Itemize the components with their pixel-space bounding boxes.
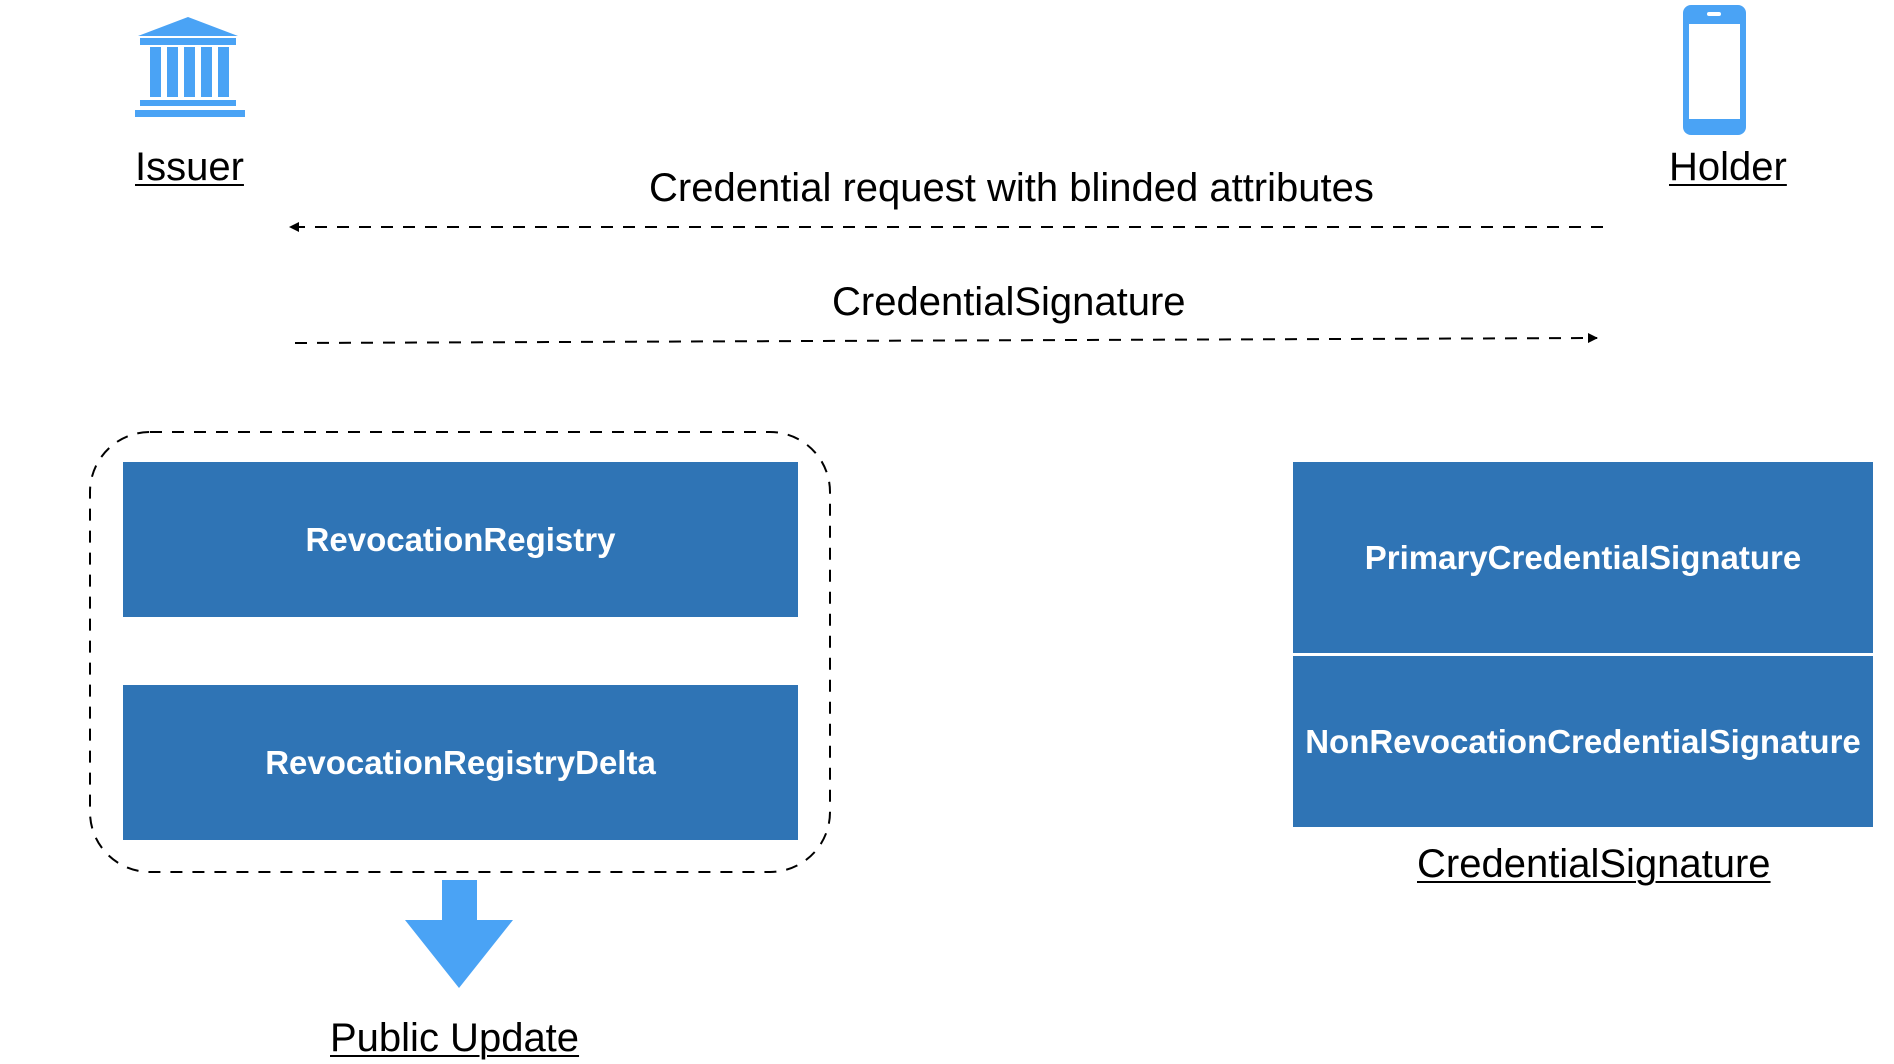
signature-arrow xyxy=(294,333,1598,344)
public-update-label: Public Update xyxy=(330,1016,580,1060)
credential-signature-caption: CredentialSignature xyxy=(1417,842,1771,886)
revocation-registry-box: RevocationRegistry xyxy=(123,462,798,617)
revocation-registry-delta-box: RevocationRegistryDelta xyxy=(123,685,798,840)
non-revocation-credential-signature-box: NonRevocationCredentialSignature xyxy=(1293,656,1873,827)
signature-message-label: CredentialSignature xyxy=(832,280,1186,324)
issuer-label: Issuer xyxy=(135,145,244,189)
primary-credential-signature-box: PrimaryCredentialSignature xyxy=(1293,462,1873,653)
revocation-registry-label: RevocationRegistry xyxy=(305,520,616,558)
smartphone-icon xyxy=(1683,5,1746,135)
bank-building-icon xyxy=(135,17,245,117)
down-arrow-icon xyxy=(405,880,513,988)
holder-label: Holder xyxy=(1669,145,1787,189)
primary-credential-signature-label: PrimaryCredentialSignature xyxy=(1364,538,1802,576)
non-revocation-credential-signature-label: NonRevocationCredentialSignature xyxy=(1305,722,1861,760)
issuer-group-border xyxy=(89,431,831,873)
request-message-label: Credential request with blinded attribut… xyxy=(649,166,1374,210)
revocation-registry-delta-label: RevocationRegistryDelta xyxy=(265,743,656,781)
